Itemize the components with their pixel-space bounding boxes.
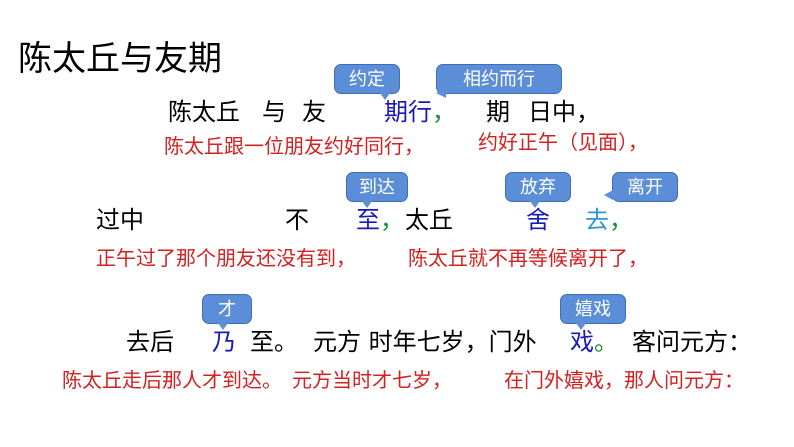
annotation-pointer xyxy=(436,88,446,98)
source-text: 至。 xyxy=(250,328,298,356)
source-text: 过中 xyxy=(96,206,144,234)
annotation-fangqi: 放弃 xyxy=(505,172,571,202)
annotation-pointer xyxy=(362,201,372,208)
annotation-xiangyue: 相约而行 xyxy=(436,64,562,94)
annotation-cai: 才 xyxy=(202,294,252,324)
source-text: 太丘 xyxy=(405,206,453,234)
translation-text: 陈太丘走后那人才到达。 xyxy=(62,368,282,392)
annotation-pointer xyxy=(576,323,586,330)
annotation-yueding: 约定 xyxy=(334,64,400,94)
page-title: 陈太丘与友期 xyxy=(18,39,222,79)
source-text: 客问元方： xyxy=(632,328,752,356)
punctuation: ， xyxy=(432,98,456,126)
keyword-text: 期行 xyxy=(384,98,432,126)
translation-text: 正午过了那个朋友还没有到， xyxy=(96,246,356,270)
annotation-pointer xyxy=(218,323,228,330)
annotation-likai: 离开 xyxy=(612,172,678,202)
source-text: 元方 时年七岁，门外 xyxy=(313,328,537,356)
punctuation: ， xyxy=(609,206,633,234)
annotation-xixi: 嬉戏 xyxy=(560,294,626,324)
translation-text: 陈太丘跟一位朋友约好同行， xyxy=(164,134,424,158)
source-text: 去后 xyxy=(126,328,174,356)
punctuation: ， xyxy=(380,206,404,234)
source-text: 日中， xyxy=(528,98,600,126)
translation-text: 约好正午（见面）， xyxy=(478,130,648,154)
keyword-text: 乃 xyxy=(212,328,236,356)
keyword-text: 去 xyxy=(585,206,609,234)
source-text: 不 xyxy=(285,206,309,234)
translation-text: 陈太丘就不再等候离开了， xyxy=(408,246,648,270)
keyword-text: 舍 xyxy=(526,206,550,234)
keyword-text: 至 xyxy=(356,206,380,234)
keyword-text: 戏 xyxy=(570,328,594,356)
source-text: 友 xyxy=(302,98,326,126)
annotation-pointer xyxy=(380,93,390,100)
translation-text: 元方当时才七岁， xyxy=(292,368,452,392)
annotation-daoda: 到达 xyxy=(346,172,408,202)
punctuation: 。 xyxy=(594,328,618,356)
translation-text: 在门外嬉戏，那人问元方： xyxy=(504,368,744,392)
source-text: 期 xyxy=(486,98,510,126)
annotation-pointer xyxy=(604,190,613,200)
annotation-pointer xyxy=(530,201,540,208)
source-text: 与 xyxy=(262,98,286,126)
source-text: 陈太丘 xyxy=(168,98,240,126)
